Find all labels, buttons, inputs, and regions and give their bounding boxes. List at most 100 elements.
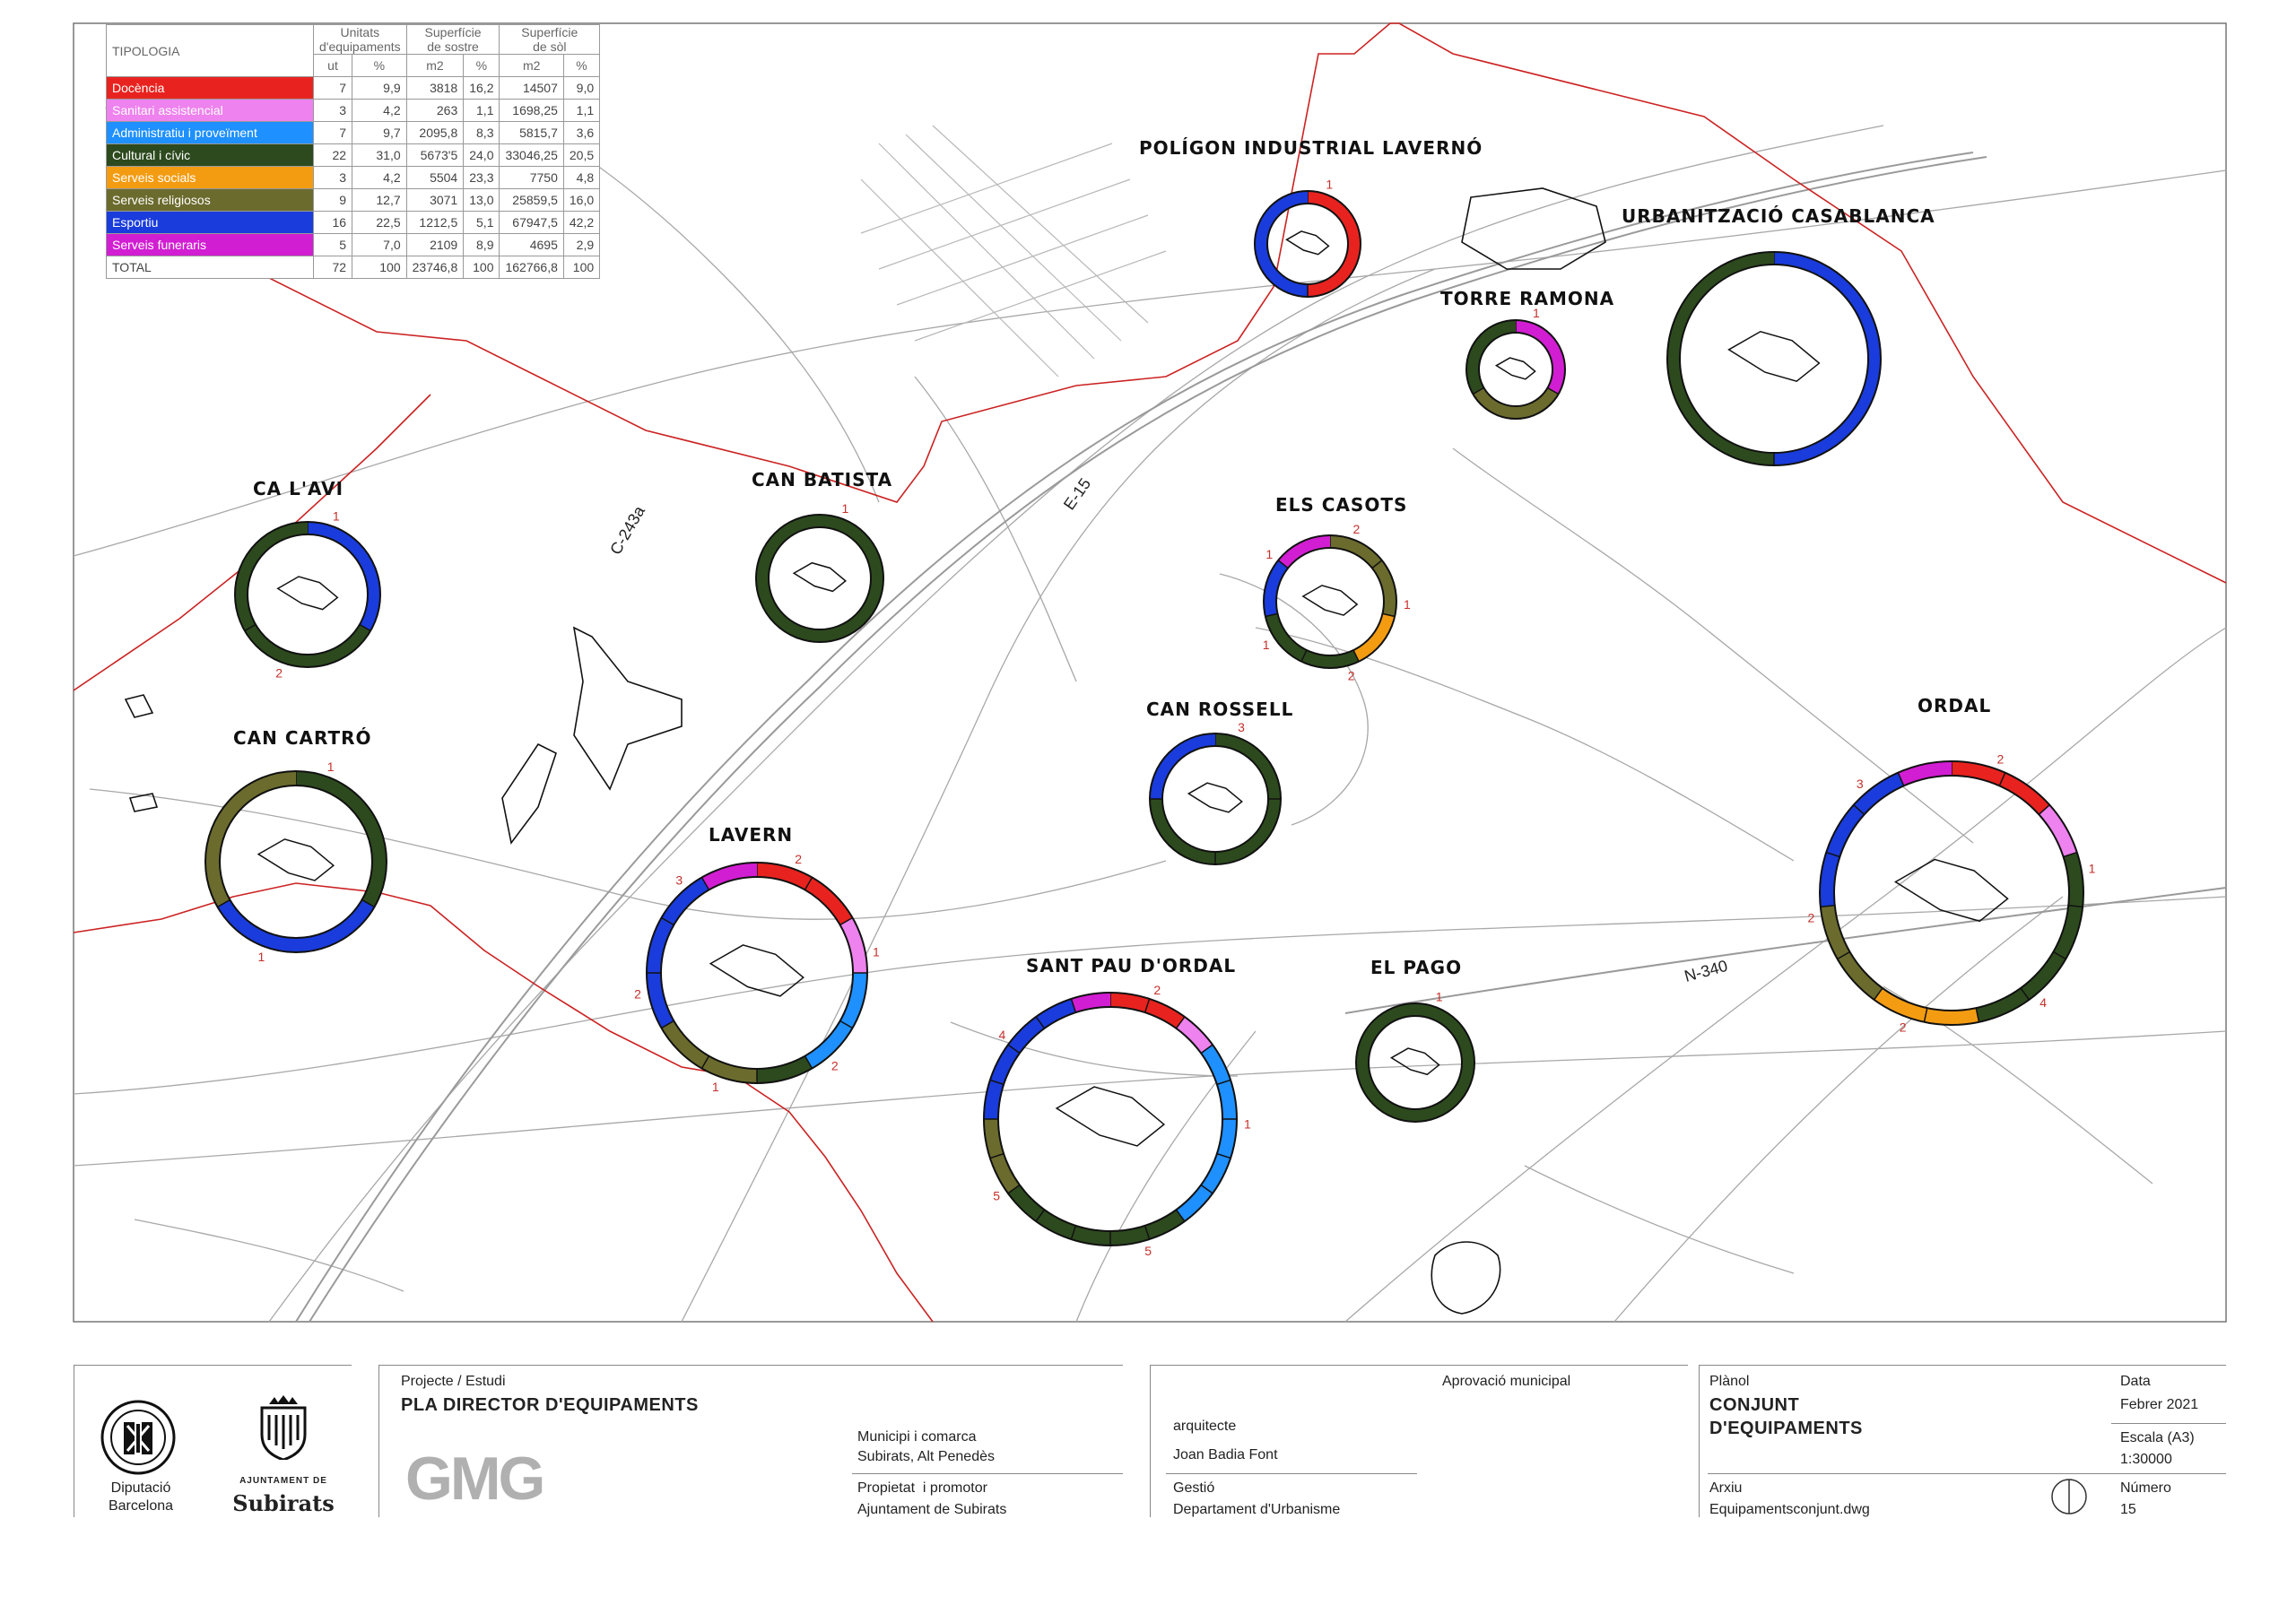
- ring-count-marker: 1: [1404, 597, 1411, 612]
- ring-segment-esportiu: [647, 972, 674, 1028]
- legend-category-label: Sanitari assistencial: [106, 99, 314, 122]
- ring-separator: [1998, 772, 2006, 786]
- site-ring: 3: [1149, 720, 1282, 865]
- legend-total-cell: 100: [352, 256, 407, 279]
- ring-segment-socials: [1874, 987, 1927, 1022]
- legend-category-label: Serveis funeraris: [106, 233, 314, 256]
- ring-count-marker: 1: [712, 1080, 719, 1094]
- ring-outline: [247, 534, 369, 655]
- site-parcel: [709, 944, 804, 997]
- ring-segment-funeraris: [1071, 993, 1111, 1013]
- legend-cell: 20,5: [562, 143, 601, 167]
- unit-pct: %: [463, 54, 500, 77]
- municipal-boundary: [105, 22, 2227, 584]
- ring-separator: [1873, 987, 1883, 1001]
- legend-cell: 13,0: [463, 188, 500, 212]
- unit-pct: %: [562, 54, 601, 77]
- ring-separator: [1007, 1184, 1021, 1194]
- ring-segment-funeraris: [1898, 761, 1952, 786]
- legend-cell: 7,0: [352, 233, 407, 256]
- legend-cell: 8,3: [463, 121, 500, 144]
- ring-separator: [2068, 904, 2083, 908]
- site-parcel: [1301, 585, 1359, 616]
- site-ring: 1: [1254, 177, 1361, 298]
- ring-separator: [989, 1079, 1004, 1086]
- unit-m2: m2: [405, 54, 465, 77]
- ring-segment-esportiu: [1773, 252, 1881, 465]
- ring-segment-esportiu: [307, 522, 380, 631]
- ring-segment-docencia: [756, 863, 813, 890]
- unit-pct: %: [352, 54, 407, 77]
- ring-separator: [989, 1152, 1004, 1159]
- ring-segment-cultural: [1300, 649, 1360, 668]
- ring-separator: [1300, 649, 1308, 662]
- site-label-ca-lavi: CA L'AVI: [253, 478, 344, 499]
- ring-segment-esportiu: [1264, 560, 1289, 617]
- ring-separator: [1837, 950, 1850, 960]
- ring-count-marker: 2: [795, 852, 802, 866]
- legend-cell: 9,9: [352, 76, 407, 100]
- ring-segment-docencia: [804, 877, 853, 925]
- header-tipologia: TIPOLOGIA: [106, 24, 314, 77]
- site-label-lavern: LAVERN: [709, 824, 793, 846]
- legend-cell: 1212,5: [405, 211, 465, 234]
- site-parcel: [276, 576, 339, 611]
- ring-segment-sanitari: [1176, 1016, 1213, 1054]
- legend-cell: 16,0: [562, 188, 601, 212]
- ring-segment-cultural: [1036, 1210, 1076, 1240]
- ring-separator: [2063, 851, 2078, 858]
- ring-segment-esportiu: [1820, 852, 1840, 907]
- municipal-boundary-south: [73, 882, 934, 1323]
- legend-cell: 4,8: [562, 166, 601, 189]
- ring-count-marker: 2: [275, 665, 283, 680]
- ring-segment-administratiu: [1176, 1185, 1213, 1222]
- site-ring: [1666, 251, 1882, 466]
- legend-cell: 5: [312, 233, 353, 256]
- ring-separator: [1175, 1209, 1186, 1222]
- ring-segment-esportiu: [984, 1080, 1004, 1120]
- ring-separator: [839, 1020, 853, 1029]
- ring-separator: [1144, 1225, 1151, 1240]
- legend-cell: 7: [312, 76, 353, 100]
- legend-cell: 3: [312, 166, 353, 189]
- legend-cell: 7750: [499, 166, 564, 189]
- ring-segment-funeraris: [701, 863, 758, 890]
- ring-count-marker: 2: [831, 1058, 839, 1072]
- legend-cell: 5504: [405, 166, 465, 189]
- ring-separator: [2053, 950, 2066, 960]
- legend-cell: 31,0: [352, 143, 407, 167]
- ring-segment-docencia: [1307, 191, 1361, 297]
- legend-units-row: ut % m2 % m2 %: [107, 54, 601, 77]
- ring-count-marker: 2: [1348, 669, 1355, 683]
- site-labels: POLÍGON INDUSTRIAL LAVERNÓ URBANITZACIÓ …: [233, 137, 1990, 978]
- legend-category-label: Cultural i cívic: [106, 143, 314, 167]
- ring-separator: [1200, 1184, 1213, 1194]
- ring-count-marker: 2: [1900, 1020, 1907, 1034]
- ring-segment-cultural: [1007, 1185, 1045, 1222]
- ring-outline: [219, 785, 373, 939]
- ring-count-marker: 1: [333, 509, 340, 524]
- ring-separator: [1144, 998, 1151, 1013]
- ring-separator: [2038, 804, 2050, 815]
- ring-separator: [700, 877, 710, 890]
- legend-category-label: Serveis religiosos: [106, 188, 314, 212]
- ring-count-marker: 1: [1533, 306, 1540, 320]
- site-label-casablanca: URBANITZACIÓ CASABLANCA: [1622, 205, 1935, 227]
- ring-separator: [1070, 998, 1077, 1013]
- ring-outline: [1275, 547, 1385, 656]
- ring-outline: [997, 1006, 1223, 1232]
- legend-cell: 22: [312, 143, 353, 167]
- ring-outline: [755, 514, 884, 643]
- legend-total-cell: 100: [463, 256, 500, 279]
- ring-count-marker: 4: [999, 1028, 1006, 1042]
- ring-outline: [1833, 775, 2070, 1011]
- legend-category-label: Docència: [106, 76, 314, 100]
- site-label-can-rossell: CAN ROSSELL: [1146, 699, 1293, 720]
- ring-separator: [1975, 1007, 1980, 1022]
- legend-cell: 9,7: [352, 121, 407, 144]
- ring-count-marker: 1: [1263, 638, 1270, 652]
- legend-cell: 5,1: [463, 211, 500, 234]
